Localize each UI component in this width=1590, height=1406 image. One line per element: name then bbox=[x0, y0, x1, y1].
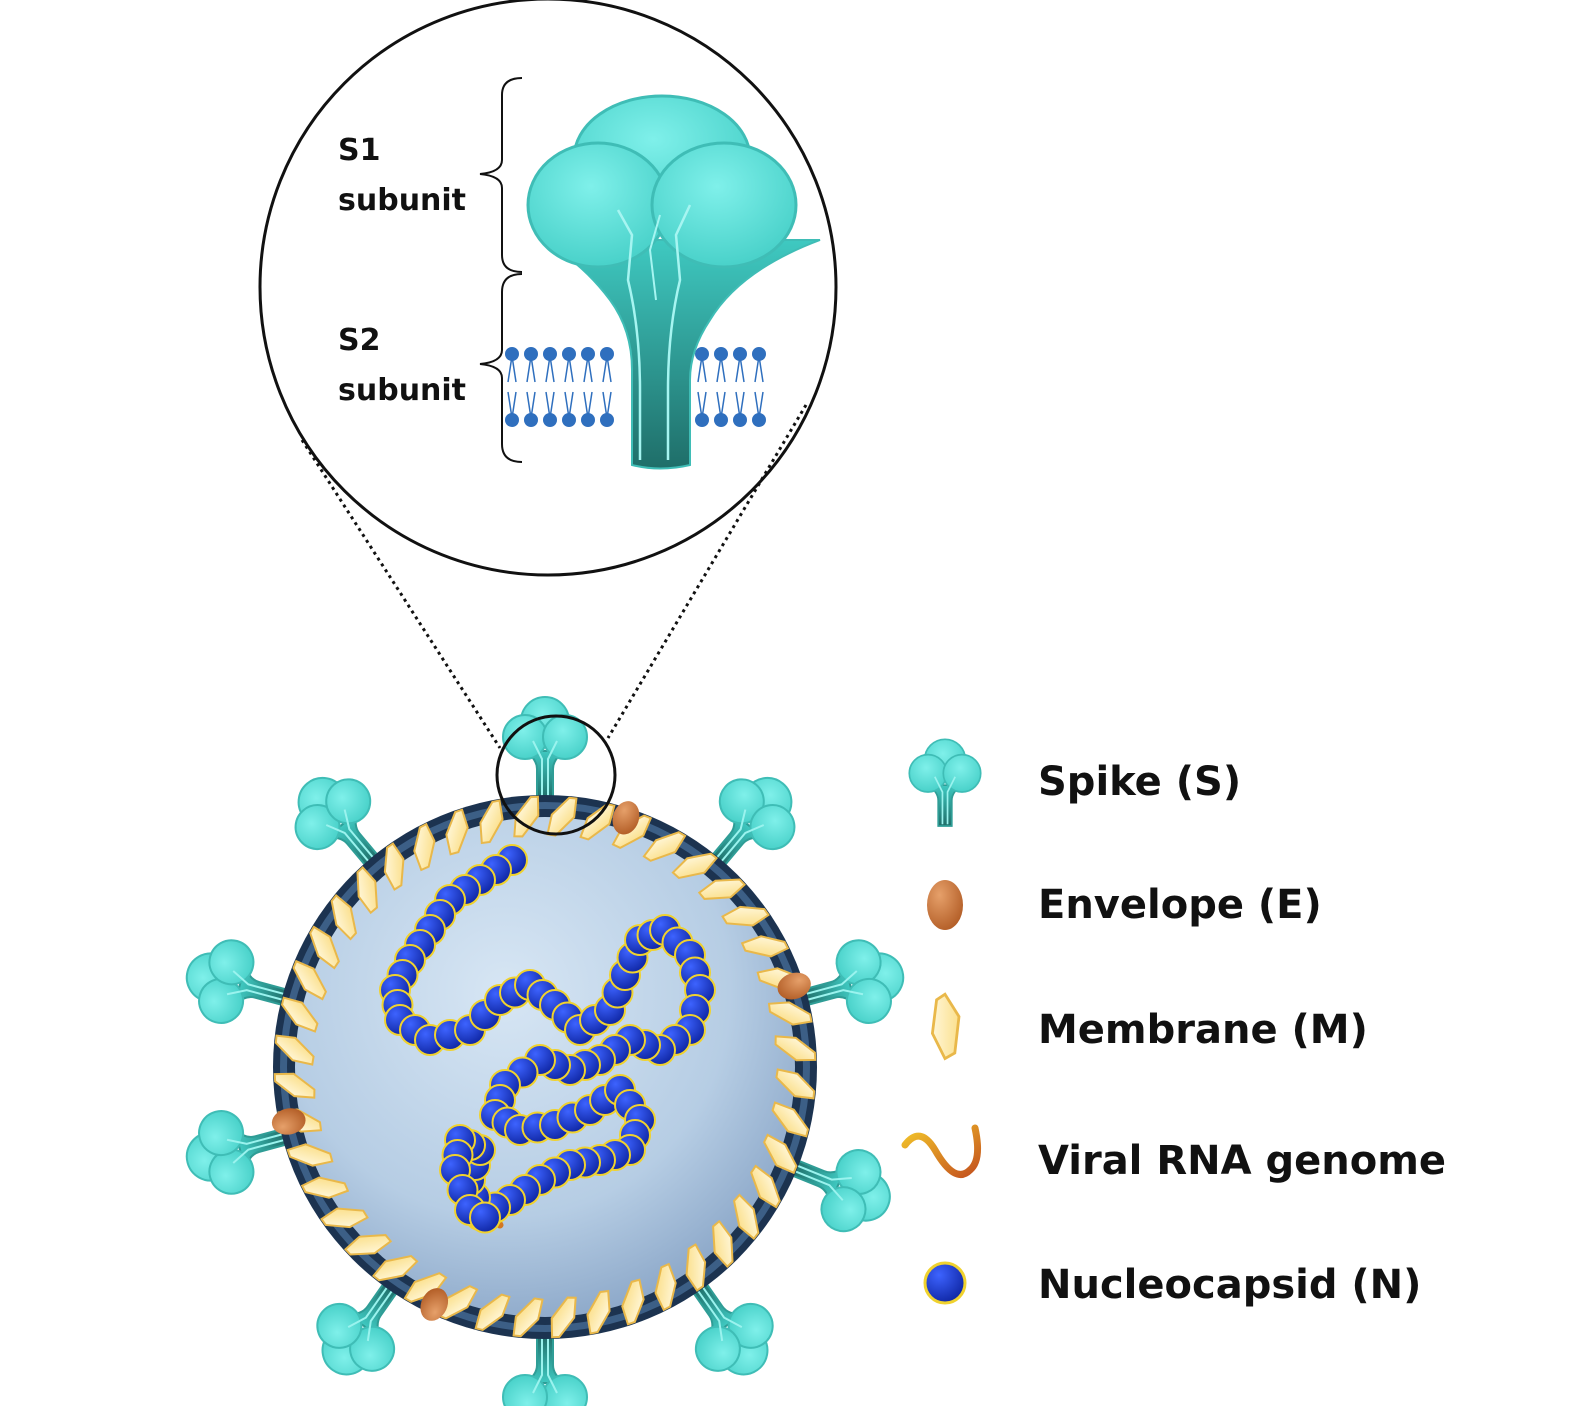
lipid-head bbox=[714, 347, 728, 361]
legend-label-rna: Viral RNA genome bbox=[1038, 1138, 1446, 1184]
envelope-protein-icon bbox=[927, 880, 963, 930]
spike-icon bbox=[502, 1334, 588, 1406]
legend-label-envelope: Envelope (E) bbox=[1038, 882, 1322, 928]
lipid-head bbox=[505, 347, 519, 361]
zoom-callout: S1 subunit S2 subunit bbox=[258, 0, 838, 749]
legend-label-membrane: Membrane (M) bbox=[1038, 1007, 1368, 1053]
envelope-protein-icon bbox=[612, 801, 640, 835]
lipid-head bbox=[524, 413, 538, 427]
virion-rna-genome bbox=[379, 844, 716, 1234]
legend-label-nucleocapsid: Nucleocapsid (N) bbox=[1038, 1262, 1421, 1308]
lipid-head bbox=[562, 347, 576, 361]
lipid-head bbox=[562, 413, 576, 427]
s2-label-line2: subunit bbox=[338, 373, 466, 408]
spike-protein-zoomed bbox=[526, 94, 821, 470]
legend-label-spike: Spike (S) bbox=[1038, 759, 1241, 805]
envelope-protein-icon bbox=[271, 1108, 306, 1135]
envelope-protein-icon bbox=[777, 972, 811, 1000]
zoom-source-circle bbox=[495, 714, 617, 836]
zoom-circle bbox=[258, 0, 838, 577]
virion bbox=[175, 696, 915, 1406]
s2-brace bbox=[479, 273, 523, 463]
lipid-head bbox=[714, 413, 728, 427]
spike-icon bbox=[502, 696, 588, 800]
s1-brace bbox=[479, 77, 523, 273]
envelope-protein-icon bbox=[420, 1288, 449, 1321]
membrane-protein-icon bbox=[931, 992, 961, 1060]
zoom-connector-right bbox=[606, 404, 808, 739]
lipid-head bbox=[752, 347, 766, 361]
lipid-bilayer bbox=[505, 347, 766, 427]
lipid-head bbox=[600, 347, 614, 361]
s1-label-line2: subunit bbox=[338, 183, 466, 218]
lipid-head bbox=[695, 347, 709, 361]
lipid-head bbox=[543, 413, 557, 427]
rna-strand-icon bbox=[901, 1124, 982, 1178]
spike-icon bbox=[908, 738, 982, 827]
s2-label-line1: S2 bbox=[338, 323, 380, 358]
lipid-head bbox=[524, 347, 538, 361]
virion-envelope-proteins bbox=[271, 801, 811, 1321]
lipid-head bbox=[505, 413, 519, 427]
lipid-head bbox=[581, 347, 595, 361]
lipid-head bbox=[733, 347, 747, 361]
s1-label-line1: S1 bbox=[338, 133, 380, 168]
lipid-head bbox=[600, 413, 614, 427]
lipid-head bbox=[752, 413, 766, 427]
lipid-head bbox=[733, 413, 747, 427]
lipid-head bbox=[695, 413, 709, 427]
zoom-connector-left bbox=[300, 439, 502, 749]
legend: Spike (S) Envelope (E) Membrane (M) Vira… bbox=[901, 738, 1446, 1308]
lipid-head bbox=[581, 413, 595, 427]
nucleocapsid bbox=[469, 1201, 501, 1234]
lipid-head bbox=[543, 347, 557, 361]
nucleocapsid-icon bbox=[923, 1261, 967, 1305]
